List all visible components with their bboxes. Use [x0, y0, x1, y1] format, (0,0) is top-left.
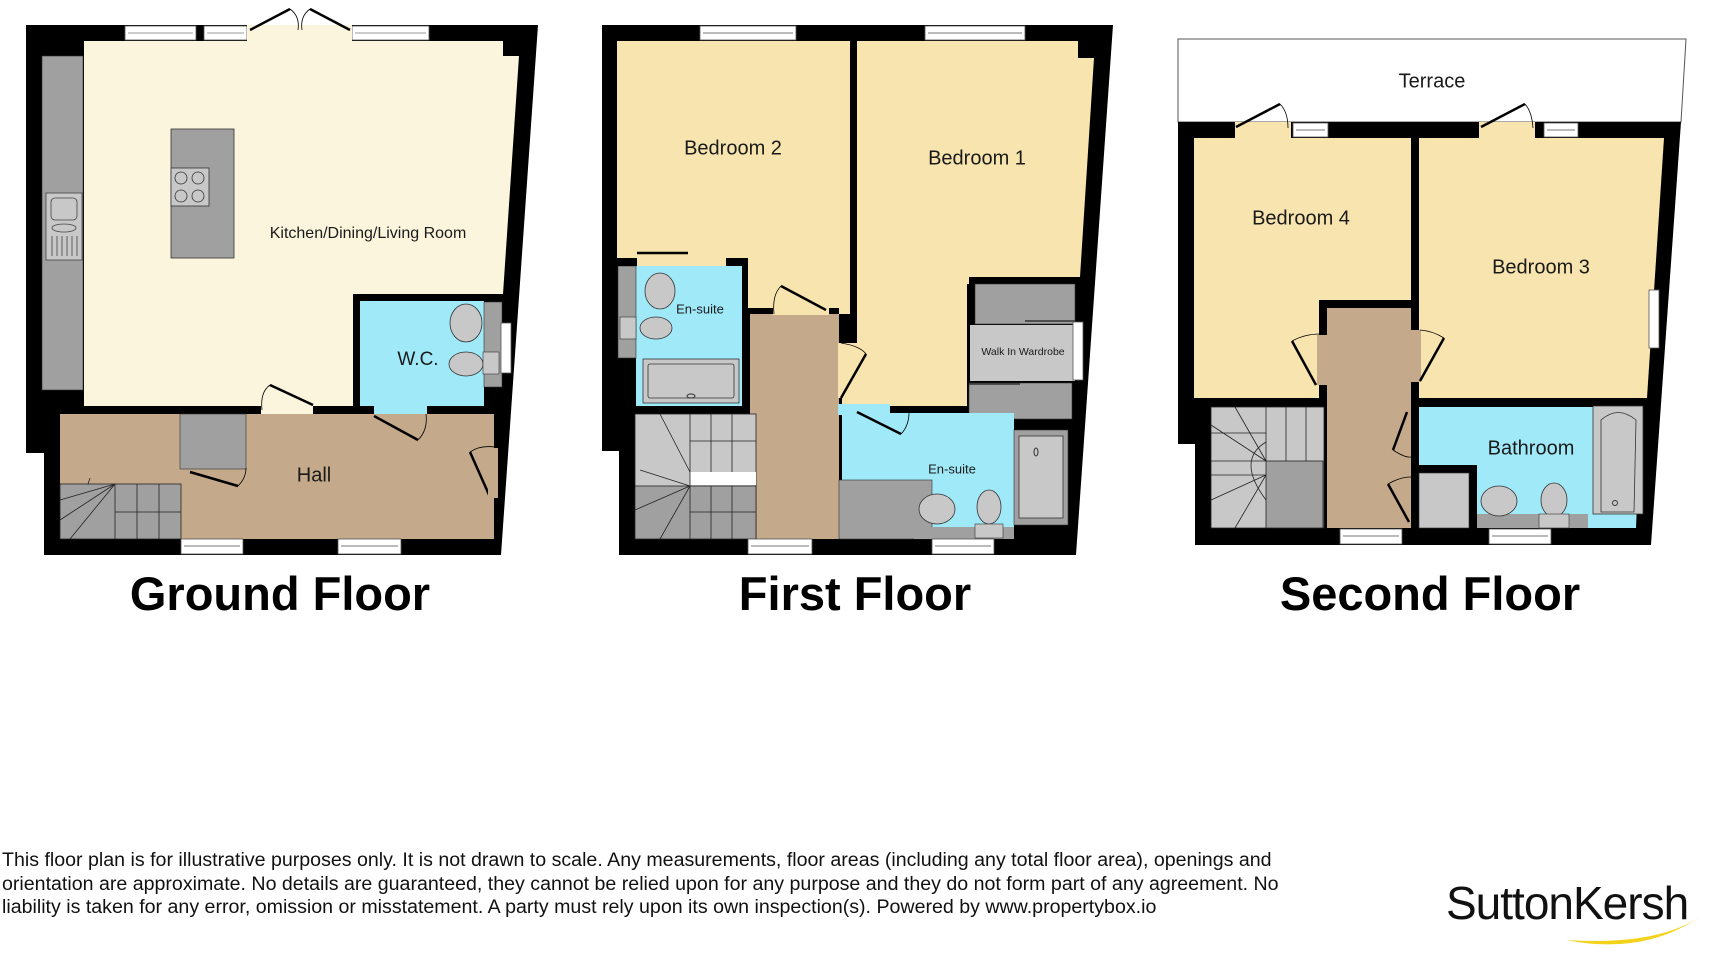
logo-text: SuttonKersh — [1446, 877, 1689, 929]
hall-cupboard — [179, 413, 247, 470]
disclaimer-line: This floor plan is for illustrative purp… — [2, 849, 1272, 871]
room-label-bedroom-4: Bedroom 4 — [1252, 207, 1350, 229]
bedroom-4 — [1194, 138, 1411, 398]
bathroom — [1419, 407, 1641, 528]
toilet-icon — [639, 316, 673, 340]
second-landing — [1327, 308, 1411, 528]
cupboard-door-icon — [189, 467, 247, 488]
room-label-walk-in-wardrobe: Walk In Wardrobe — [981, 346, 1064, 358]
floor-title-first: First Floor — [738, 567, 972, 620]
room-label-bedroom-1: Bedroom 1 — [928, 147, 1026, 169]
ensuite-vanity — [617, 265, 637, 359]
room-label-bathroom: Bathroom — [1488, 437, 1575, 459]
bathroom-door-icon — [1391, 411, 1412, 458]
ground-bottom-windows — [180, 538, 402, 555]
bedroom-2 — [617, 41, 850, 314]
bedroom-1 — [842, 41, 1094, 406]
cupboard-door-icon — [1386, 476, 1412, 523]
second-stairs — [1210, 406, 1325, 529]
disclaimer-line: orientation are approximate. No details … — [2, 872, 1279, 895]
wc-toilet-icon — [448, 351, 484, 377]
french-doors-icon — [249, 7, 351, 32]
bedroom-3-door-icon — [1418, 329, 1446, 382]
front-door-icon — [468, 446, 496, 498]
bedroom-4-door-icon — [1290, 333, 1321, 386]
second-windows — [1292, 122, 1660, 545]
room-label-bedroom-2: Bedroom 2 — [684, 137, 782, 159]
toilet-icon — [1540, 482, 1568, 518]
toilet-icon — [976, 489, 1002, 525]
basin-icon — [1480, 485, 1518, 517]
room-label-ensuite-1: En-suite — [676, 301, 724, 316]
ground-floor-plan: Kitchen/Dining/Living Room W.C. Hall — [26, 7, 538, 555]
first-landing — [750, 314, 839, 539]
bedroom-2-door-icon — [773, 284, 827, 315]
logo-swoosh-icon — [1566, 914, 1704, 945]
wc-door-icon — [373, 413, 427, 442]
room-label-kitchen: Kitchen/Dining/Living Room — [270, 225, 467, 242]
hob-burners-icon — [174, 171, 205, 203]
bedroom-1-door-icon — [839, 342, 868, 399]
wc-basin-icon — [449, 303, 483, 343]
sutton-kersh-logo: SuttonKersh — [1446, 876, 1706, 951]
ensuite-door-icon — [856, 407, 910, 436]
basin-icon — [918, 493, 956, 525]
airing-cupboard — [1418, 472, 1470, 529]
basin-icon — [644, 272, 676, 310]
room-label-ensuite-2: En-suite — [928, 461, 976, 476]
floor-title-ground: Ground Floor — [129, 567, 431, 620]
first-stairs — [634, 413, 757, 540]
second-floor-plan: Terrace Bedroom 4 Bedroom 3 Bathroom — [1177, 38, 1687, 545]
terrace-door-icon — [1235, 102, 1534, 129]
first-windows — [699, 25, 1026, 555]
disclaimer-text: This floor plan is for illustrative purp… — [2, 849, 1402, 920]
disclaimer-line: liability is taken for any error, omissi… — [2, 896, 1157, 918]
wardrobe-window — [1072, 321, 1084, 381]
ground-stairs — [59, 477, 182, 540]
sink-drainer-icon — [51, 236, 78, 256]
wc-window — [500, 322, 512, 374]
bedroom-3 — [1419, 138, 1664, 398]
toilet-tank-icon — [482, 351, 500, 375]
room-label-terrace: Terrace — [1399, 70, 1466, 92]
floor-title-second: Second Floor — [1279, 567, 1581, 620]
sink-bowl-icon — [50, 197, 78, 221]
room-label-bedroom-3: Bedroom 3 — [1492, 256, 1590, 278]
kitchen-door-icon — [261, 383, 314, 411]
first-floor-plan: Bedroom 2 Bedroom 1 En-suite Walk In War… — [602, 25, 1113, 555]
room-label-hall: Hall — [297, 464, 331, 486]
room-label-wc: W.C. — [397, 349, 438, 370]
toilet-tank-icon — [619, 316, 637, 340]
sink-drain-icon — [51, 223, 77, 233]
ground-top-windows — [124, 25, 430, 41]
